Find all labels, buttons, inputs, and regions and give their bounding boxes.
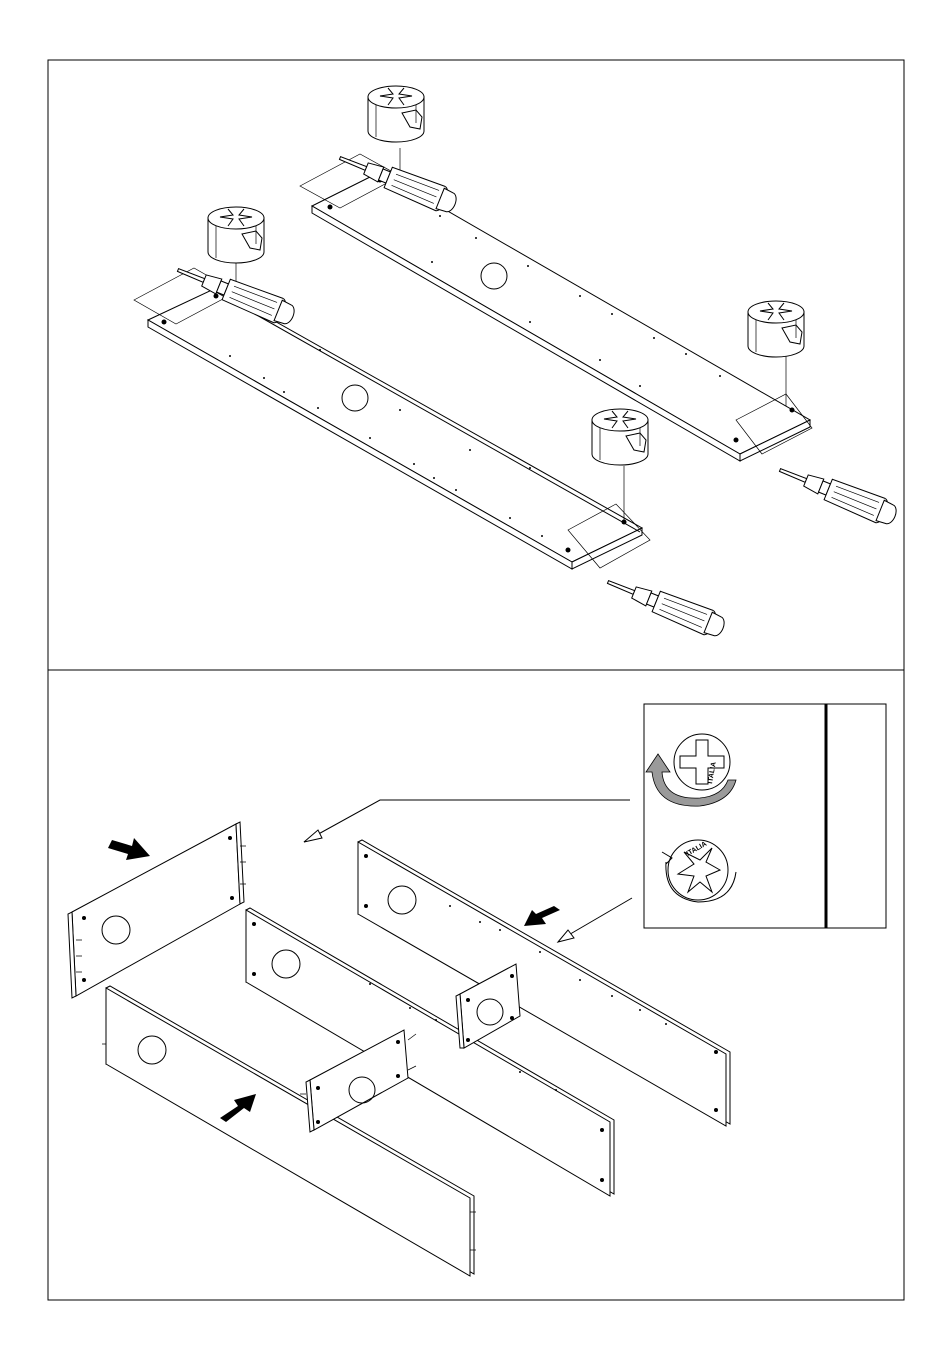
detail-leader-upper — [304, 800, 630, 842]
bottom-panel: ITALIA ITALIA — [68, 704, 886, 1276]
detail-inset: ITALIA ITALIA — [644, 704, 886, 928]
push-arrow-icon — [108, 838, 150, 860]
top-panel — [134, 86, 900, 641]
push-arrow-icon — [524, 906, 560, 926]
screwdriver-icon — [775, 458, 900, 529]
screwdriver-icon — [603, 570, 728, 641]
side-panel-left — [68, 822, 246, 998]
cam-lock-lower-right — [592, 409, 648, 520]
